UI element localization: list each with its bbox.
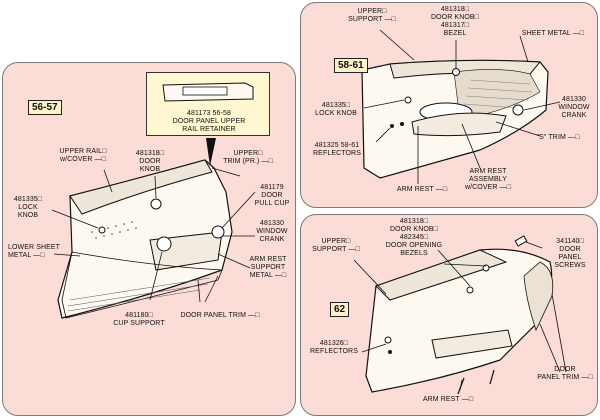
retainer-part-drawing [162, 82, 254, 102]
label-upper-support-62-line1: UPPER□ [321, 238, 351, 245]
label-door-knob-58-line3: 481317□ [440, 22, 470, 29]
label-arm-rest-support-line2: SUPPORT [250, 264, 286, 271]
label-door-pull-cup-line2: DOOR [261, 192, 283, 199]
label-door-knob-62-line4: DOOR OPENING [385, 242, 443, 249]
label-door-pull-cup: 481179 DOOR PULL CUP [250, 184, 294, 208]
label-upper-trim: UPPER□ TRIM (PR.) —□ [218, 150, 278, 166]
label-upper-trim-line2: TRIM (PR.) —□ [223, 158, 273, 165]
retainer-callout: 481173 56-58 DOOR PANEL UPPER RAIL RETAI… [146, 72, 270, 136]
label-reflectors-58: 481325 58-61 REFLECTORS [306, 142, 368, 158]
label-panel-screws-line4: SCREWS [554, 262, 586, 269]
label-panel-screws-line2: DOOR [559, 246, 581, 253]
retainer-name-line1: DOOR PANEL UPPER [172, 118, 246, 125]
label-door-panel-trim-62: DOOR PANEL TRIM —□ [536, 366, 594, 382]
label-reflectors-62-line2: REFLECTORS [310, 348, 358, 355]
year-tag-58-61: 58-61 [334, 58, 368, 73]
year-tag-62: 62 [330, 302, 350, 317]
label-window-crank-56-line2: WINDOW [256, 228, 288, 235]
label-door-pull-cup-line3: PULL CUP [254, 200, 290, 207]
label-reflectors-58-line2: REFLECTORS [313, 150, 361, 157]
label-window-crank-58-line1: 481330 [562, 96, 586, 103]
label-upper-support-58-line1: UPPER□ [357, 8, 387, 15]
label-lock-knob-56-line3: KNOB [17, 212, 39, 219]
label-door-knob-62: 481318□ DOOR KNOB□ 482345□ DOOR OPENING … [374, 218, 454, 258]
label-upper-rail-line2: w/COVER —□ [59, 156, 107, 163]
label-lock-knob-58-line2: LOCK KNOB [315, 110, 357, 117]
label-panel-screws-line1: 341140□ [556, 238, 584, 245]
label-upper-trim-line1: UPPER□ [233, 150, 263, 157]
label-arm-rest-assembly-line2: ASSEMBLY [468, 176, 508, 183]
label-door-knob-56: 481318□ DOOR KNOB [130, 150, 170, 174]
label-upper-support-62-line2: SUPPORT —□ [312, 246, 360, 253]
label-lower-sheet: LOWER SHEET METAL —□ [8, 244, 64, 260]
label-window-crank-56: 481330 WINDOW CRANK [250, 220, 294, 244]
label-door-panel-trim-56: DOOR PANEL TRIM —□ [180, 312, 260, 319]
label-lock-knob-58-line1: 481335□ [321, 102, 351, 109]
label-arm-rest-support: ARM REST SUPPORT METAL —□ [244, 256, 292, 280]
label-lock-knob-56-line2: LOCK [18, 204, 38, 211]
label-window-crank-56-line1: 481330 [260, 220, 284, 227]
label-arm-rest-support-line3: METAL —□ [249, 272, 287, 279]
label-lock-knob-56: 481335□ LOCK KNOB [8, 196, 48, 220]
label-door-knob-56-line2: DOOR [139, 158, 161, 165]
label-reflectors-58-line1: 481325 58-61 [314, 142, 360, 149]
label-arm-rest-assembly-line3: w/COVER —□ [464, 184, 512, 191]
label-lower-sheet-line1: LOWER SHEET [8, 244, 61, 251]
label-door-knob-62-line5: BEZELS [400, 250, 428, 257]
label-sheet-metal-58: SHEET METAL —□ [521, 30, 585, 37]
label-panel-screws-line3: PANEL [558, 254, 582, 261]
label-arm-rest-58: ARM REST —□ [396, 186, 448, 193]
label-upper-support-58-line2: SUPPORT —□ [348, 16, 396, 23]
label-door-panel-trim-62-line2: PANEL TRIM —□ [537, 374, 593, 381]
label-window-crank-58-line2: WINDOW [558, 104, 590, 111]
label-panel-screws: 341140□ DOOR PANEL SCREWS [548, 238, 592, 270]
label-door-panel-trim-62-line1: DOOR [554, 366, 576, 373]
label-upper-support-58: UPPER□ SUPPORT —□ [344, 8, 400, 24]
label-upper-support-62: UPPER□ SUPPORT —□ [308, 238, 364, 254]
label-door-knob-62-line2: DOOR KNOB□ [389, 226, 438, 233]
label-cup-support-line2: CUP SUPPORT [113, 320, 165, 327]
label-lock-knob-58: 481335□ LOCK KNOB [308, 102, 364, 118]
label-door-pull-cup-line1: 481179 [260, 184, 284, 191]
label-arm-rest-support-line1: ARM REST [249, 256, 287, 263]
retainer-part-number: 481173 56-58 [187, 110, 231, 117]
label-door-knob-58-line1: 481318□ [440, 6, 470, 13]
label-door-knob-58-line4: BEZEL [443, 30, 467, 37]
retainer-name-line2: RAIL RETAINER [182, 126, 236, 133]
label-door-knob-62-line3: 482345□ [399, 234, 429, 241]
label-door-knob-58: 481318□ DOOR KNOB□ 481317□ BEZEL [426, 6, 484, 38]
label-door-knob-56-line3: KNOB [139, 166, 161, 173]
label-window-crank-56-line3: CRANK [259, 236, 285, 243]
label-upper-rail: UPPER RAIL□ w/COVER —□ [48, 148, 118, 164]
label-door-knob-62-line1: 481318□ [399, 218, 429, 225]
label-arm-rest-assembly: ARM REST ASSEMBLY w/COVER —□ [460, 168, 516, 192]
label-arm-rest-assembly-line1: ARM REST [469, 168, 507, 175]
year-tag-56-57: 56-57 [28, 100, 62, 115]
label-reflectors-62: 481326□ REFLECTORS [306, 340, 362, 356]
label-arm-rest-62: ARM REST —□ [422, 396, 474, 403]
label-upper-rail-line1: UPPER RAIL□ [59, 148, 107, 155]
label-lower-sheet-line2: METAL —□ [8, 252, 45, 259]
label-s-trim: "S" TRIM —□ [536, 134, 580, 141]
label-cup-support: 481180□ CUP SUPPORT [104, 312, 174, 328]
label-cup-support-line1: 481180□ [125, 312, 153, 319]
label-door-knob-56-line1: 481318□ [135, 150, 165, 157]
label-lock-knob-56-line1: 481335□ [13, 196, 43, 203]
label-door-knob-58-line2: DOOR KNOB□ [430, 14, 479, 21]
label-window-crank-58-line3: CRANK [561, 112, 587, 119]
label-reflectors-62-line1: 481326□ [319, 340, 349, 347]
label-window-crank-58: 481330 WINDOW CRANK [554, 96, 594, 120]
